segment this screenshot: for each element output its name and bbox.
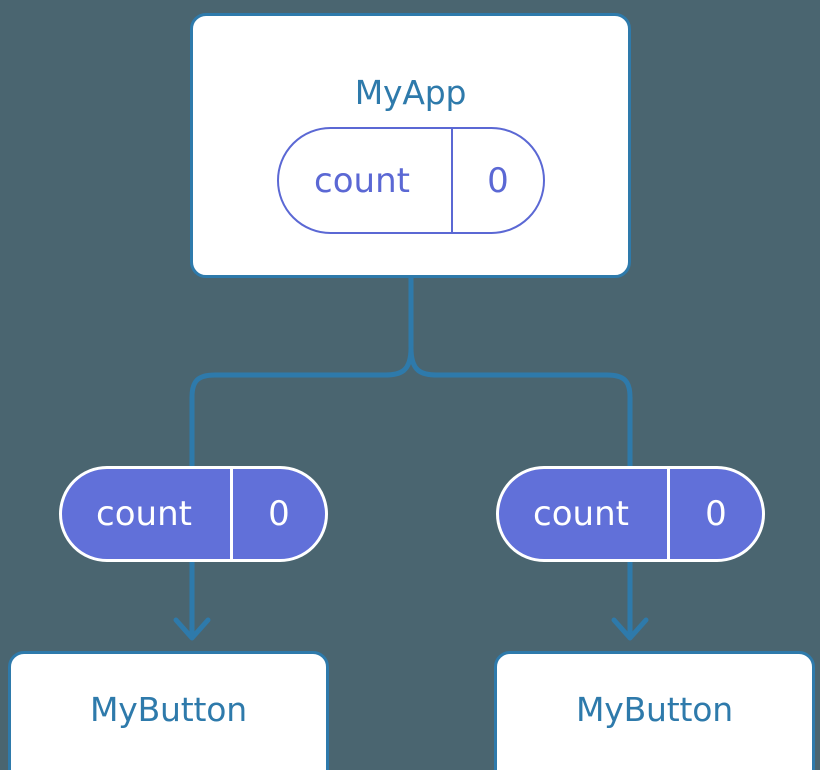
split-left-curve (189, 345, 414, 469)
component-label-myapp: MyApp (354, 73, 467, 112)
prop-pill-count-left[interactable]: count 0 (59, 466, 328, 562)
component-card-mybutton-right[interactable]: MyButton (494, 651, 815, 770)
right-arrowhead-icon (611, 617, 649, 641)
state-pill-count[interactable]: count 0 (277, 127, 545, 234)
component-label-mybutton-left: MyButton (90, 690, 247, 729)
split-right-curve (408, 345, 633, 469)
state-pill-key: count (314, 160, 410, 201)
prop-pill-value-right: 0 (667, 469, 762, 559)
state-pill-value: 0 (451, 129, 543, 232)
prop-pill-count-right[interactable]: count 0 (496, 466, 765, 562)
prop-pill-key-right: count (533, 494, 629, 534)
left-arrowhead-icon (173, 617, 211, 641)
prop-pill-value-left: 0 (230, 469, 325, 559)
component-card-mybutton-left[interactable]: MyButton (8, 651, 329, 770)
prop-pill-key-left: count (96, 494, 192, 534)
component-label-mybutton-right: MyButton (576, 690, 733, 729)
